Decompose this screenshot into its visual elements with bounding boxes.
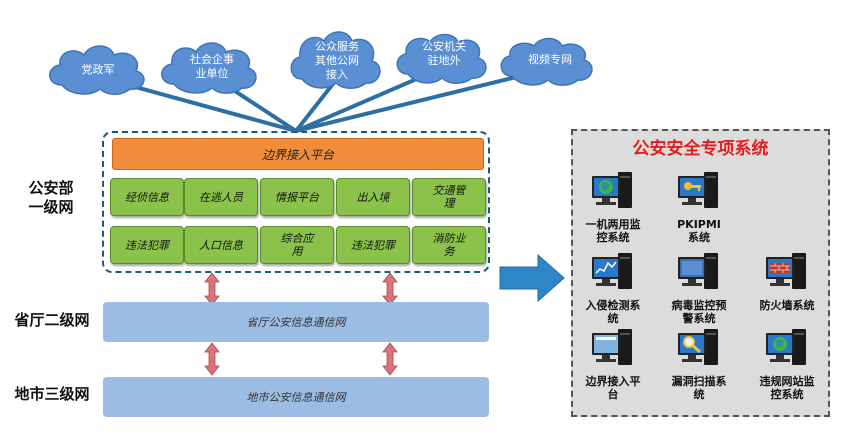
system-label: 漏洞扫描系 统 <box>671 375 727 401</box>
chart-computer-icon <box>592 253 632 289</box>
system-label: 一机两用监 控系统 <box>585 218 641 244</box>
module-traffic-management: 交通管 理 <box>412 178 486 216</box>
module-population-info: 人口信息 <box>184 226 258 264</box>
system-label: 病毒监控预 警系统 <box>671 299 727 325</box>
screen-computer-icon <box>592 329 632 365</box>
system-intrusion-detection: 入侵检测系 统 <box>574 251 652 325</box>
module-intelligence-platform: 情报平台 <box>260 178 334 216</box>
cloud-label: 党政军 <box>81 63 115 76</box>
cloud-label: 公众服务 其他公网 接入 <box>315 40 359 81</box>
cloud-police-outposts <box>396 33 487 84</box>
level-label-province: 省厅二级网 <box>14 311 90 329</box>
module-crime: 违法犯罪 <box>110 226 184 264</box>
ministry-network-region <box>102 131 490 273</box>
globe-computer-icon <box>766 329 806 365</box>
system-label: 违规网站监 控系统 <box>759 375 815 401</box>
magnifier-computer-icon <box>678 329 718 365</box>
level-label-city: 地市三级网 <box>14 385 90 403</box>
system-vulnerability-scan: 漏洞扫描系 统 <box>660 327 738 401</box>
connector-right-lower <box>382 342 398 376</box>
module-entry-exit: 出入境 <box>336 178 410 216</box>
module-integrated-apps: 综合应 用 <box>260 226 334 264</box>
module-fire-service: 消防业 务 <box>412 226 486 264</box>
system-label: 边界接入平 台 <box>585 375 641 401</box>
system-virus-monitoring: 病毒监控预 警系统 <box>660 251 738 325</box>
right-arrow-icon <box>499 253 565 303</box>
connector-left-upper <box>204 272 220 306</box>
system-firewall: 防火墙系统 <box>748 251 826 312</box>
cloud-party-gov-army <box>49 45 145 95</box>
module-crime: 违法犯罪 <box>336 226 410 264</box>
level-label-ministry: 公安部 一级网 <box>28 179 74 216</box>
province-network-bar: 省厅公安信息通信网 <box>103 302 489 342</box>
panel-title: 公安安全专项系统 <box>632 139 769 159</box>
cloud-public-service <box>290 31 381 89</box>
system-dual-use-monitor: 一机两用监 控系统 <box>574 170 652 244</box>
firewall-computer-icon <box>766 253 806 289</box>
cloud-social-enterprise <box>161 42 257 94</box>
system-border-access-platform: 边界接入平 台 <box>574 327 652 401</box>
system-label: 防火墙系统 <box>759 299 815 312</box>
border-access-platform: 边界接入平台 <box>112 138 484 170</box>
module-fugitives: 在逃人员 <box>184 178 258 216</box>
system-illegal-site-monitor: 违规网站监 控系统 <box>748 327 826 401</box>
cloud-video-network <box>500 37 593 86</box>
computer-icon <box>678 253 718 289</box>
cloud-label: 社会企事 业单位 <box>190 53 234 80</box>
cloud-label: 公安机关 驻地外 <box>422 40 466 67</box>
city-network-bar: 地市公安信息通信网 <box>103 377 489 417</box>
cloud-label: 视频专网 <box>528 53 572 66</box>
connector-left-lower <box>204 342 220 376</box>
module-economic-investigation: 经侦信息 <box>110 178 184 216</box>
system-pkipmi: PKIPMI 系统 <box>660 170 738 244</box>
globe-computer-icon <box>592 172 632 208</box>
system-label: 入侵检测系 统 <box>585 299 641 325</box>
system-label: PKIPMI 系统 <box>677 218 721 244</box>
key-computer-icon <box>678 172 718 208</box>
connector-right-upper <box>382 272 398 306</box>
